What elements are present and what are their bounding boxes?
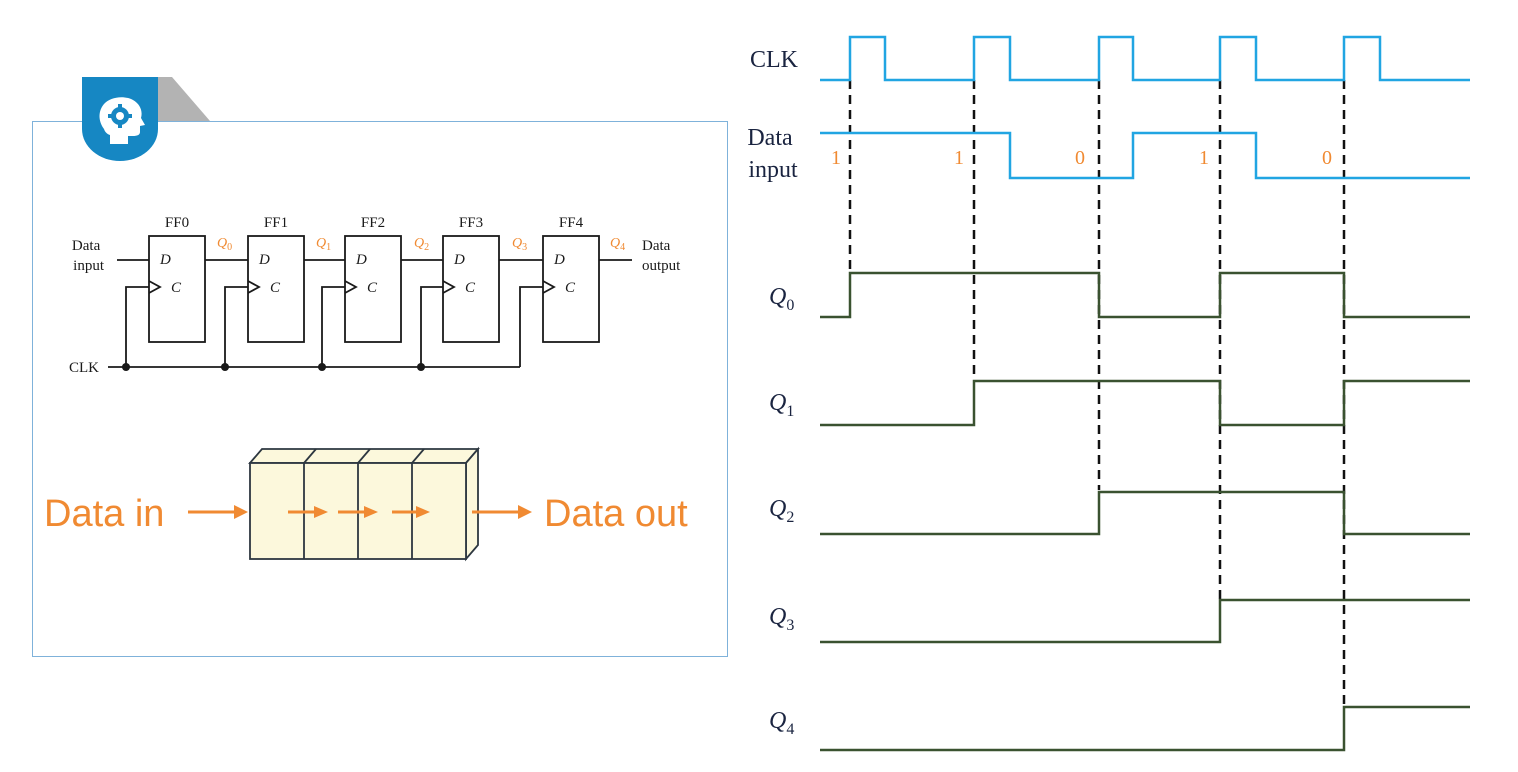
flipflop-box-ff0 bbox=[148, 235, 206, 343]
register-arrows bbox=[188, 505, 532, 519]
q1-waveform bbox=[820, 379, 1470, 427]
timing-q1-label: Q1 bbox=[769, 390, 794, 420]
q-output-label-1: Q1 bbox=[316, 236, 331, 253]
flipflop-box-ff1 bbox=[247, 235, 305, 343]
ff-title-2: FF2 bbox=[361, 215, 385, 231]
timing-clk-label: CLK bbox=[750, 47, 799, 73]
q2-waveform bbox=[820, 490, 1470, 536]
data-bit-label: 1 bbox=[831, 147, 841, 169]
c-pin-label: C bbox=[367, 280, 378, 296]
d-pin-label: D bbox=[553, 252, 565, 268]
q-output-label-4: Q4 bbox=[610, 236, 625, 253]
ff-title-4: FF4 bbox=[559, 215, 584, 231]
d-pin-label: D bbox=[453, 252, 465, 268]
ff-title-0: FF0 bbox=[165, 215, 189, 231]
data-bit-label: 0 bbox=[1075, 147, 1085, 169]
timing-q4-label: Q4 bbox=[769, 708, 794, 738]
c-pin-label: C bbox=[465, 280, 476, 296]
c-pin-label: C bbox=[171, 280, 182, 296]
data-in-label: Data in bbox=[44, 493, 164, 535]
q0-waveform bbox=[820, 271, 1470, 319]
data-bit-label: 1 bbox=[954, 147, 964, 169]
d-pin-label: D bbox=[258, 252, 270, 268]
flipflop-box-ff3 bbox=[442, 235, 500, 343]
circuit-diagram bbox=[108, 235, 632, 368]
q3-waveform bbox=[820, 598, 1470, 644]
c-pin-label: C bbox=[270, 280, 281, 296]
timing-q3-label: Q3 bbox=[769, 604, 794, 634]
circuit-data-input-label: Data input bbox=[72, 238, 105, 274]
data-bit-label: 1 bbox=[1199, 147, 1209, 169]
data-bit-label: 0 bbox=[1322, 147, 1332, 169]
timing-diagram: CLK Data input Q0 Q1 Q2 Q3 Q4 1 1 0 1 0 bbox=[747, 35, 1470, 752]
q4-waveform bbox=[820, 705, 1470, 752]
c-pin-label: C bbox=[565, 280, 576, 296]
ff-title-3: FF3 bbox=[459, 215, 483, 231]
badge-fold bbox=[158, 77, 210, 121]
register-block bbox=[248, 446, 480, 562]
circuit-data-output-label: Data output bbox=[642, 238, 681, 274]
q-output-label-0: Q0 bbox=[217, 236, 232, 253]
illustration-card bbox=[32, 121, 728, 657]
head-gear-icon bbox=[99, 97, 145, 144]
q-output-label-2: Q2 bbox=[414, 236, 429, 253]
timing-data-input-label: Data input bbox=[747, 125, 798, 183]
circuit-clk-label: CLK bbox=[69, 360, 99, 376]
d-pin-label: D bbox=[355, 252, 367, 268]
data-input-waveform bbox=[820, 131, 1470, 180]
d-pin-label: D bbox=[159, 252, 171, 268]
data-out-label: Data out bbox=[544, 493, 688, 535]
q-output-label-3: Q3 bbox=[512, 236, 527, 253]
badge bbox=[82, 77, 210, 161]
timing-q2-label: Q2 bbox=[769, 496, 794, 526]
flipflop-box-ff2 bbox=[344, 235, 402, 343]
clk-waveform bbox=[820, 35, 1470, 82]
timing-q0-label: Q0 bbox=[769, 284, 794, 314]
ff-title-1: FF1 bbox=[264, 215, 288, 231]
flipflop-box-ff4 bbox=[542, 235, 600, 343]
